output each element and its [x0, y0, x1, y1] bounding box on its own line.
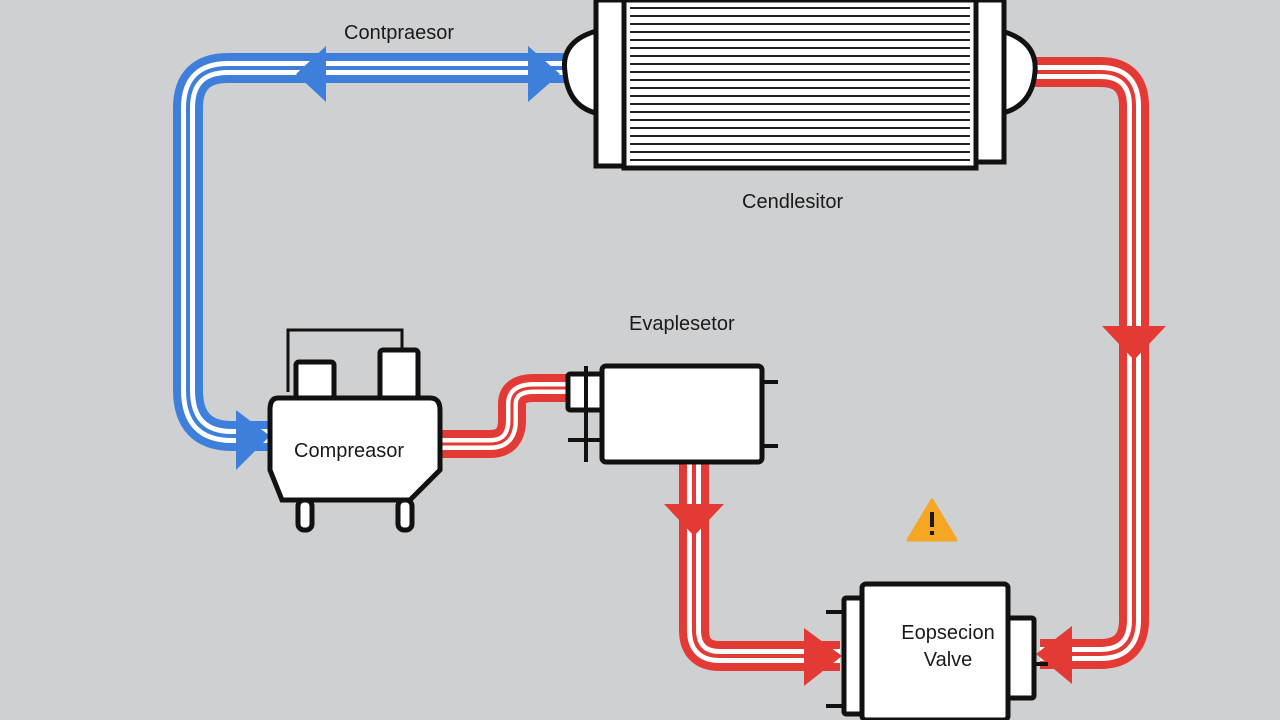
warning-triangle-icon [906, 498, 958, 542]
red-arrow-into-valve-left [804, 628, 842, 686]
red-arrow-down-right [1102, 326, 1166, 360]
blue-arrow-left [296, 46, 326, 102]
expansion-valve-label-line1: Eopsecion [901, 622, 995, 644]
red-evaporator-to-valve-line [679, 462, 840, 671]
expansion-valve-label: Eopsecion Valve [868, 620, 1028, 674]
red-arrow-into-valve-right [1036, 626, 1072, 684]
compressor-label: Compreasor [294, 440, 405, 462]
blue-suction-line [173, 53, 565, 451]
evaporator-label: Evaplesetor [629, 313, 735, 335]
condenser-label: Cendlesitor [742, 191, 844, 213]
blue-arrow-into-compressor [236, 410, 270, 470]
compressor-unit [267, 328, 443, 533]
expansion-valve-unit [826, 581, 1048, 720]
condenser-unit [561, 0, 1038, 171]
expansion-valve-label-line2: Valve [923, 649, 973, 671]
red-discharge-line [1030, 57, 1149, 669]
red-arrow-down-left [664, 504, 724, 536]
red-compressor-to-evaporator-line [440, 374, 570, 458]
blue-arrow-right [528, 46, 560, 102]
top-compressor-label: Contpraesor [344, 22, 455, 44]
evaporator-unit [565, 363, 778, 465]
